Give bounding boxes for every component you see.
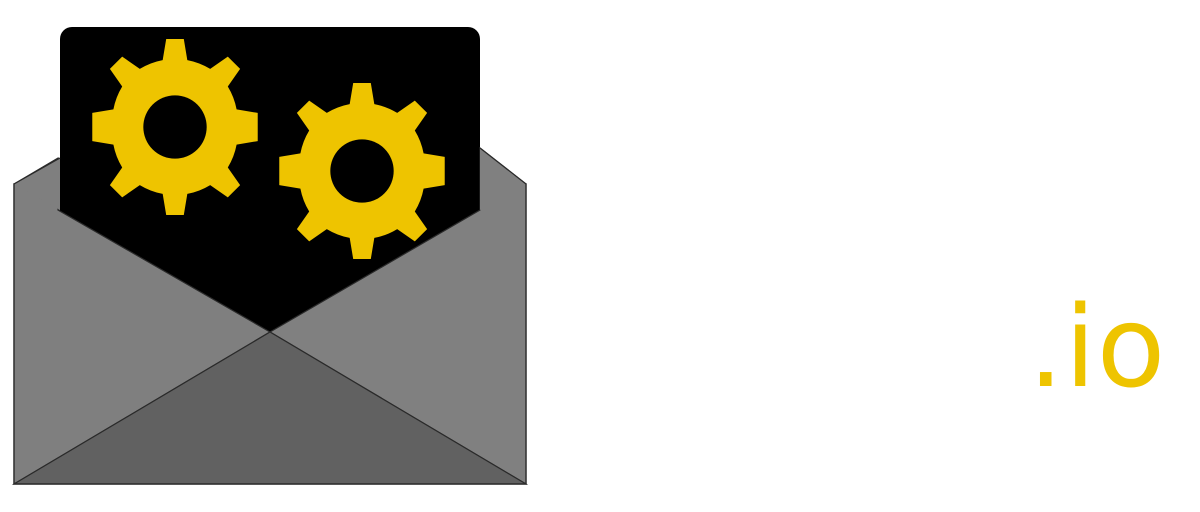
- gear-icon: [92, 39, 258, 215]
- domain-suffix: .io: [1028, 283, 1167, 413]
- gear-icon: [279, 83, 445, 259]
- open-envelope-icon: [11, 27, 529, 486]
